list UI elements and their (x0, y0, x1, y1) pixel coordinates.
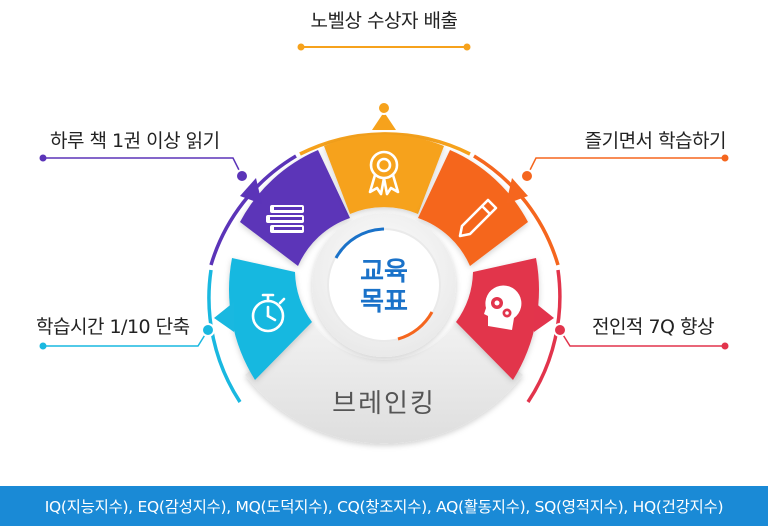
connector-right-upper (520, 154, 729, 183)
left-lower-label: 학습시간 1/10 단축 (36, 316, 190, 338)
goal-wheel-diagram: 교육 목표 브레인킹 (39, 43, 729, 444)
pointer-left-upper (240, 178, 262, 204)
pointer-right-upper (506, 178, 528, 204)
outer-arc-red (526, 269, 562, 403)
center-text-line1: 교육 (360, 257, 408, 287)
pencil-icon (458, 198, 498, 238)
head-gears-icon (484, 285, 522, 330)
segment-timer (229, 258, 312, 380)
award-ribbon-icon (368, 150, 400, 196)
segment-award (324, 134, 444, 214)
footer-bar: IQ(지능지수), EQ(감성지수), MQ(도덕지수), CQ(창조지수), … (0, 486, 768, 526)
connector-right-lower (553, 323, 729, 350)
connector-left-lower (39, 323, 215, 350)
connector-top (297, 43, 471, 115)
bottom-segment (245, 318, 523, 444)
stopwatch-icon (251, 293, 286, 333)
segment-pencil (418, 150, 528, 266)
connector-left-upper (39, 154, 249, 183)
footer-text: IQ(지능지수), EQ(감성지수), MQ(도덕지수), CQ(창조지수), … (44, 498, 724, 516)
top-label: 노벨상 수상자 배출 (310, 10, 458, 32)
right-lower-label: 전인적 7Q 향상 (591, 316, 715, 338)
left-upper-label: 하루 책 1권 이상 읽기 (50, 130, 220, 152)
pointer-right-lower (534, 302, 554, 332)
right-upper-label: 즐기면서 학습하기 (584, 130, 727, 152)
center-ring-accent-orange (397, 311, 434, 341)
outer-arc-yellow (299, 132, 471, 156)
books-icon (266, 205, 304, 233)
outer-arc-orange (473, 154, 560, 266)
bottom-segment-label: 브레인킹 (332, 389, 436, 419)
pointer-left-lower (214, 302, 234, 332)
pointer-top (372, 112, 396, 130)
center-text-line2: 목표 (360, 287, 408, 317)
outer-arc-purple (209, 154, 297, 266)
outer-arc-cyan (207, 269, 242, 403)
center-ring-accent-blue (334, 227, 385, 259)
